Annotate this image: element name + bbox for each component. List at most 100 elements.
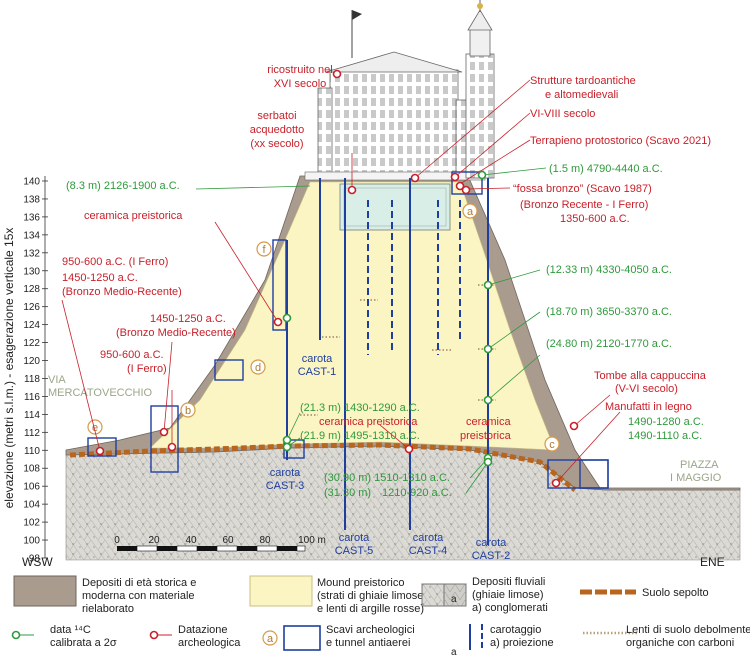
svg-text:a) proiezione: a) proiezione — [490, 637, 554, 649]
svg-text:0: 0 — [114, 535, 120, 546]
svg-text:(21.9 m) 1495-1310 a.C.: (21.9 m) 1495-1310 a.C. — [300, 430, 420, 442]
y-tick-label: 102 — [23, 518, 40, 529]
svg-text:1490-1280 a.C.: 1490-1280 a.C. — [628, 416, 704, 428]
y-tick-label: 108 — [23, 464, 40, 475]
via-mercatovecchio-l2: MERCATOVECCHIO — [48, 387, 153, 399]
svg-text:80: 80 — [259, 535, 271, 546]
organic-lenses — [300, 284, 496, 416]
excavation-e — [87, 437, 117, 457]
excavation-letters: e b d f a c — [87, 203, 560, 452]
svg-text:(ghiaie limose): (ghiaie limose) — [472, 589, 544, 601]
y-tick-label: 110 — [24, 446, 40, 457]
legend-arch-marker — [149, 630, 159, 640]
svg-text:1450-1250 a.C.: 1450-1250 a.C. — [62, 272, 138, 284]
y-tick-label: 98 — [29, 554, 41, 565]
y-tick-label: 104 — [23, 500, 40, 511]
svg-text:Mound preistorico: Mound preistorico — [317, 577, 404, 589]
y-tick-label: 136 — [23, 212, 40, 223]
svg-text:950-600 a.C.: 950-600 a.C. — [100, 349, 164, 361]
fluvial-deposits — [65, 445, 741, 561]
y-tick-label: 126 — [23, 302, 40, 313]
svg-text:1490-1110 a.C.: 1490-1110 a.C. — [628, 430, 702, 442]
svg-text:Tombe alla cappuccina: Tombe alla cappuccina — [594, 370, 707, 382]
svg-text:serbatoi: serbatoi — [257, 110, 296, 122]
svg-text:a: a — [467, 206, 474, 218]
svg-text:a: a — [451, 647, 457, 657]
svg-text:d: d — [255, 362, 261, 374]
svg-text:ceramica preistorica: ceramica preistorica — [84, 210, 183, 222]
svg-text:(24.80 m) 2120-1770 a.C.: (24.80 m) 2120-1770 a.C. — [546, 338, 672, 350]
y-tick-label: 128 — [23, 284, 40, 295]
legend-c14-marker — [11, 630, 21, 640]
y-tick-label: 116 — [24, 392, 40, 403]
svg-text:100 m: 100 m — [298, 535, 326, 546]
leader-lines — [61, 76, 621, 494]
buried-soil — [69, 442, 577, 492]
svg-text:XVI secolo: XVI secolo — [274, 78, 327, 90]
excavations — [87, 171, 609, 489]
svg-text:Depositi di età storica e: Depositi di età storica e — [82, 577, 196, 589]
svg-text:(Bronzo Medio-Recente): (Bronzo Medio-Recente) — [116, 327, 236, 339]
y-tick-label: 138 — [23, 194, 40, 205]
svg-text:CAST-5: CAST-5 — [335, 545, 374, 557]
reservoir-structure — [339, 183, 451, 231]
y-axis: 9810010210410610811011211411611812012212… — [23, 176, 48, 565]
svg-text:rielaborato: rielaborato — [82, 603, 134, 615]
svg-text:a: a — [267, 633, 274, 645]
svg-text:(18.70 m) 3650-3370 a.C.: (18.70 m) 3650-3370 a.C. — [546, 306, 672, 318]
svg-text:organiche con carboni: organiche con carboni — [626, 637, 734, 649]
svg-text:carota: carota — [302, 353, 333, 365]
ene-label: ENE — [700, 555, 725, 569]
svg-text:f: f — [262, 244, 266, 256]
svg-text:(I Ferro): (I Ferro) — [127, 363, 167, 375]
radiocarbon-markers — [282, 170, 493, 467]
svg-text:ceramica: ceramica — [466, 416, 512, 428]
svg-text:e tunnel antiaerei: e tunnel antiaerei — [326, 637, 410, 649]
svg-text:950-600 a.C. (I Ferro): 950-600 a.C. (I Ferro) — [62, 256, 168, 268]
svg-text:acquedotto: acquedotto — [250, 124, 304, 136]
svg-text:preistorica: preistorica — [460, 430, 512, 442]
svg-text:Terrapieno protostorico (Scavo: Terrapieno protostorico (Scavo 2021) — [530, 135, 711, 147]
svg-text:Strutture tardoantiche: Strutture tardoantiche — [530, 75, 636, 87]
svg-text:a: a — [451, 594, 457, 605]
svg-text:“fossa bronzo” (Scavo 1987): “fossa bronzo” (Scavo 1987) — [513, 183, 652, 195]
excavation-d — [214, 359, 244, 381]
svg-text:Depositi fluviali: Depositi fluviali — [472, 576, 545, 588]
annotations: ricostruito nel XVI secolo serbatoi acqu… — [62, 64, 711, 499]
cores — [286, 178, 489, 545]
scale-bar: 0 20 40 60 80 100 m — [114, 535, 326, 552]
svg-text:archeologica: archeologica — [178, 637, 241, 649]
svg-text:1210-920 a.C.: 1210-920 a.C. — [382, 487, 452, 499]
svg-text:1350-600 a.C.: 1350-600 a.C. — [560, 213, 630, 225]
svg-text:calibrata a 2σ: calibrata a 2σ — [50, 637, 117, 649]
y-tick-label: 114 — [24, 410, 40, 421]
svg-text:e: e — [92, 422, 98, 434]
y-tick-label: 112 — [24, 428, 40, 439]
svg-text:CAST-3: CAST-3 — [266, 480, 305, 492]
prehistoric-mound — [149, 181, 556, 451]
piazza-l2: I MAGGIO — [670, 472, 722, 484]
via-mercatovecchio-l1: VIA — [48, 374, 66, 386]
y-tick-label: 140 — [23, 177, 40, 188]
svg-text:(Bronzo Medio-Recente): (Bronzo Medio-Recente) — [62, 286, 182, 298]
svg-text:Suolo sepolto: Suolo sepolto — [642, 587, 709, 599]
svg-text:carotaggio: carotaggio — [490, 624, 541, 636]
svg-text:20: 20 — [148, 535, 160, 546]
svg-text:40: 40 — [185, 535, 197, 546]
svg-text:carota: carota — [476, 537, 507, 549]
y-tick-label: 134 — [23, 230, 40, 241]
legend-historic-swatch — [13, 575, 77, 607]
svg-text:(30.90 m) 1510-1310 a.C.: (30.90 m) 1510-1310 a.C. — [324, 472, 450, 484]
archaeological-markers — [95, 69, 579, 488]
svg-text:(8.3 m) 2126-1900 a.C.: (8.3 m) 2126-1900 a.C. — [66, 180, 180, 192]
castle-building — [304, 10, 486, 181]
legend-fluvial-swatch — [421, 583, 445, 607]
svg-text:ricostruito nel: ricostruito nel — [267, 64, 332, 76]
svg-text:60: 60 — [222, 535, 234, 546]
excavation-b — [150, 405, 179, 473]
svg-text:CAST-4: CAST-4 — [409, 545, 448, 557]
svg-text:data ¹⁴C: data ¹⁴C — [50, 624, 91, 636]
svg-text:moderna con materiale: moderna con materiale — [82, 590, 195, 602]
y-tick-label: 100 — [23, 536, 40, 547]
svg-text:Manufatti in legno: Manufatti in legno — [605, 401, 692, 413]
